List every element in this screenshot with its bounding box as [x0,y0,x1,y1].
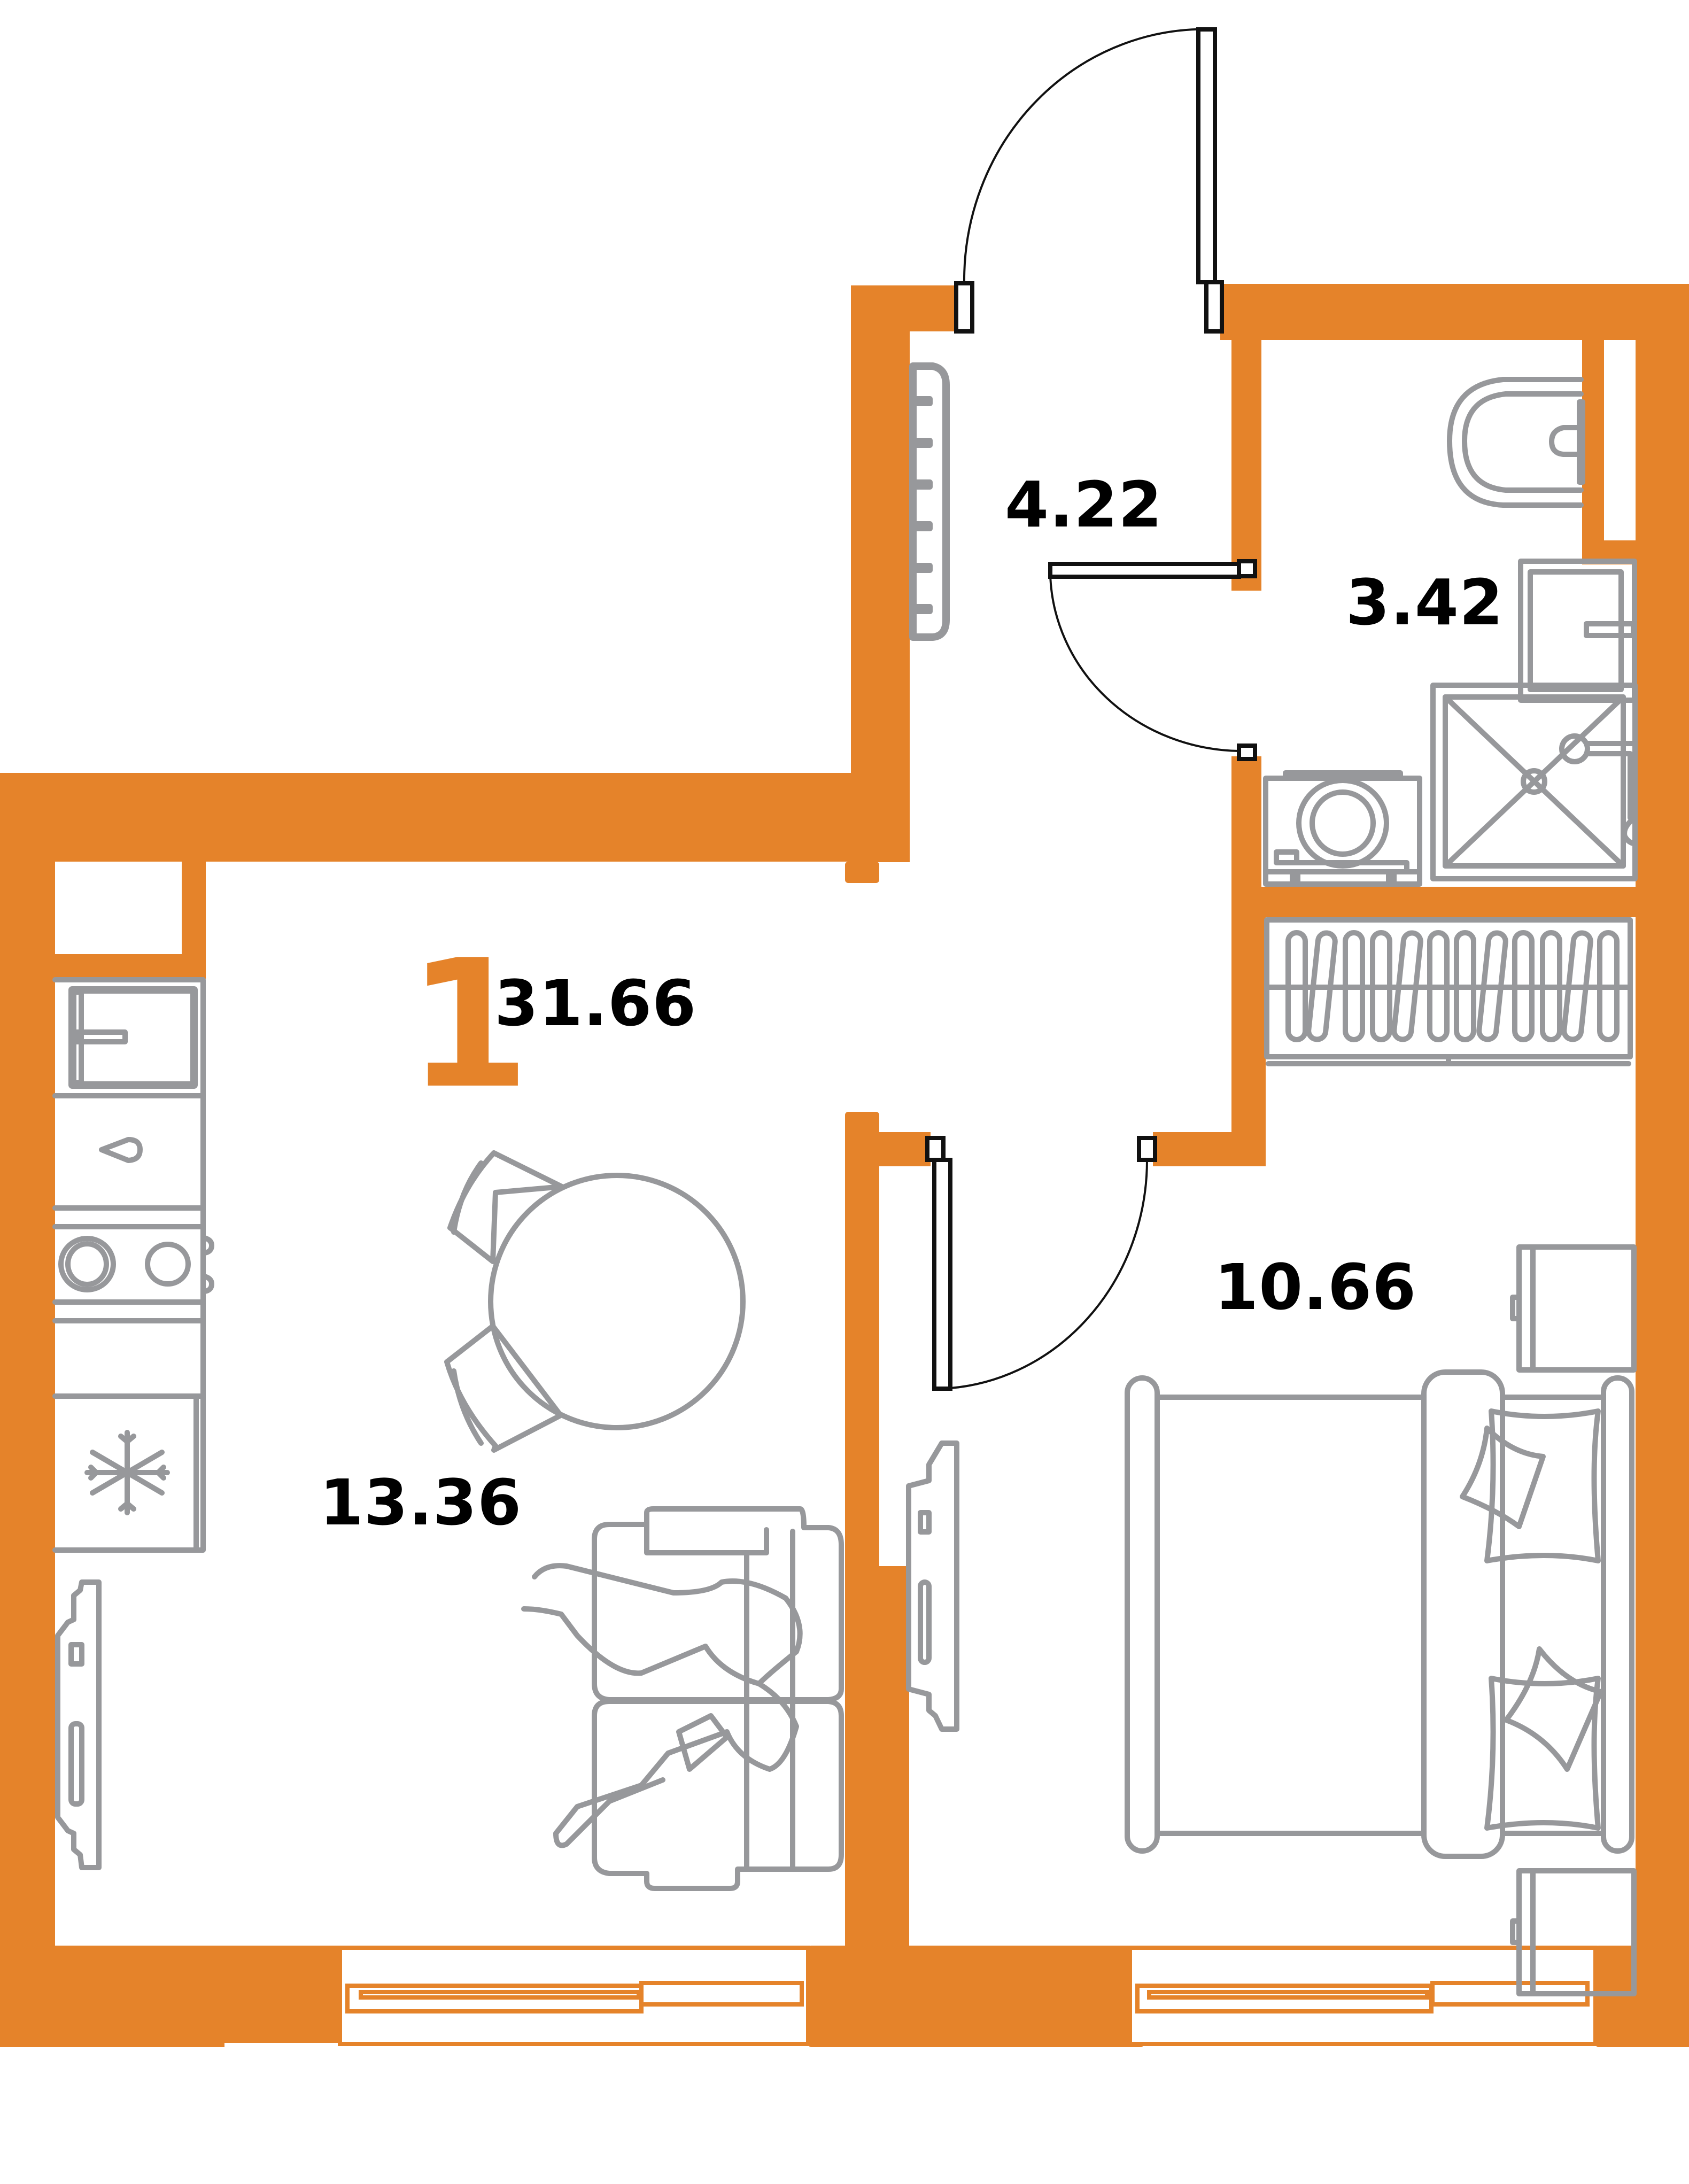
toilet [1447,377,1585,508]
stove [52,1205,214,1323]
bedroom-door[interactable] [925,1136,1157,1391]
fridge [52,1393,206,1551]
bathroom-door[interactable] [1048,559,1257,761]
hangers [1285,930,1620,1042]
tv [55,1579,102,1870]
kitchen-counter [52,977,206,1553]
chair [447,1150,564,1264]
hob-icon [58,1236,116,1292]
bathroom-sink [1518,559,1637,703]
entrance-door[interactable] [954,27,1224,334]
rooms-count: 1 [407,922,530,1127]
snowflake-icon [84,1430,170,1515]
area-hallway: 4.22 [1005,468,1163,541]
kitchen-sink [68,986,198,1163]
hallway-wardrobe [909,362,950,641]
double-bed [1125,1369,1634,1859]
area-bathroom: 3.42 [1346,566,1504,639]
area-kitchen-living: 13.36 [320,1466,522,1539]
sofa-with-people [521,1506,844,1891]
closet-with-hangers [1264,917,1633,1066]
tv-bedroom [906,1440,959,1732]
faucet-icon [99,1137,143,1163]
walls [0,284,1689,2047]
washing-machine [1263,770,1422,887]
area-bedroom: 10.66 [1214,1250,1417,1324]
chair [444,1323,563,1453]
window-kitchen [338,1946,810,2046]
shower [1430,683,1638,881]
nightstand [1510,1868,1637,1996]
nightstand [1510,1244,1637,1373]
total-area: 31.66 [494,966,697,1040]
dining-table [488,1173,746,1430]
